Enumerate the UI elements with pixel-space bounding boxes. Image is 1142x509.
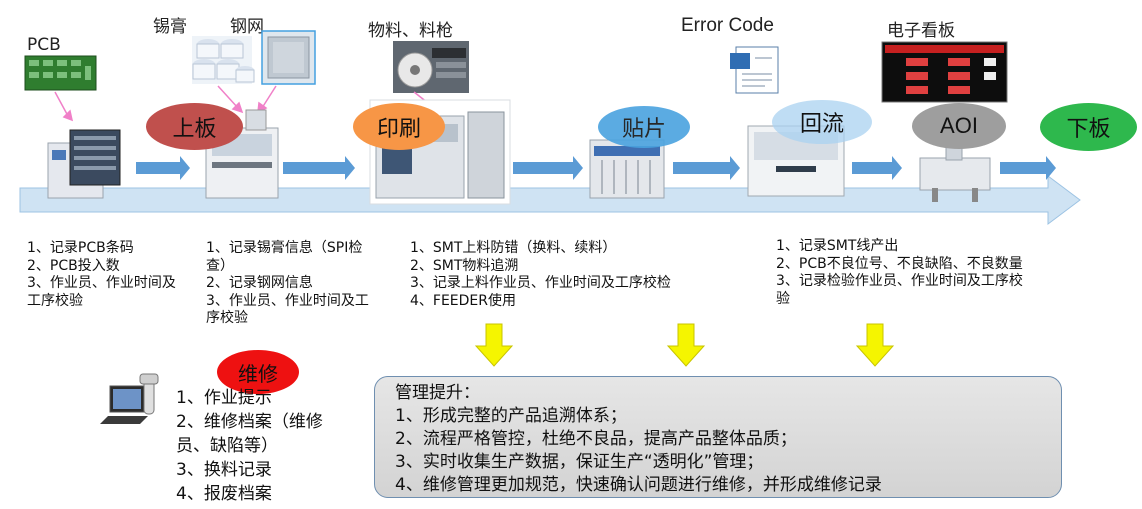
note-line: 4、FEEDER使用 xyxy=(410,292,517,309)
step-placement: 贴片 xyxy=(598,106,690,148)
feeder-reel-icon xyxy=(393,41,469,93)
solder-paste-label: 锡膏 xyxy=(153,17,187,37)
notes-placement: 1、SMT上料防错（换料、续料） 2、SMT物料追溯 3、记录上料作业员、作业时… xyxy=(410,240,671,310)
management-item: 3、实时收集生产数据，保证生产“透明化”管理； xyxy=(395,452,764,472)
pcb-board-icon xyxy=(24,55,97,91)
note-line: 1、SMT上料防错（换料、续料） xyxy=(410,240,617,256)
note-line: 查） xyxy=(206,257,234,274)
management-item: 1、形成完整的产品追溯体系； xyxy=(395,406,627,426)
repair-item: 4、报废档案 xyxy=(176,484,272,504)
repair-badge: 维修 xyxy=(217,350,299,394)
unloader-machine xyxy=(919,133,991,202)
note-line: 3、作业员、作业时间及工 xyxy=(206,292,369,309)
note-line: 1、记录锡膏信息（SPI检 xyxy=(206,240,363,256)
note-line: 验 xyxy=(776,290,790,307)
note-line: 序校验 xyxy=(206,310,248,326)
repair-item: 员、缺陷等） xyxy=(176,436,278,456)
solder-paste-jars-icon xyxy=(192,36,255,84)
note-line: 2、PCB不良位号、不良缺陷、不良数量 xyxy=(776,255,1023,272)
down-arrow-icon xyxy=(474,323,895,367)
reflow-oven-machine xyxy=(589,139,665,199)
step-reflow: 回流 xyxy=(772,100,872,144)
step-loading: 上板 xyxy=(146,103,243,150)
note-line: 3、作业员、作业时间及 xyxy=(27,275,176,291)
note-line: 3、记录上料作业员、作业时间及工序校检 xyxy=(410,275,671,291)
repair-list: 1、作业提示 2、维修档案（维修 员、缺陷等） 3、换料记录 4、报废档案 xyxy=(176,386,323,506)
management-improvement-box: 管理提升： 1、形成完整的产品追溯体系； 2、流程严格管控，杜绝不良品，提高产品… xyxy=(374,376,1062,498)
error-code-document-icon xyxy=(730,46,779,94)
management-title: 管理提升： xyxy=(395,383,480,403)
note-line: 工序校验 xyxy=(27,292,83,309)
stencil-frame-icon xyxy=(261,30,316,85)
notes-inspection: 1、记录SMT线产出 2、PCB不良位号、不良缺陷、不良数量 3、记录检验作业员… xyxy=(776,238,1023,308)
management-item: 2、流程严格管控，杜绝不良品，提高产品整体品质； xyxy=(395,429,797,449)
step-aoi: AOI xyxy=(912,103,1006,149)
step-unloading: 下板 xyxy=(1040,103,1137,151)
note-line: 1、记录SMT线产出 xyxy=(776,238,899,254)
repair-item: 2、维修档案（维修 xyxy=(176,412,323,432)
pictures-layer xyxy=(19,30,1081,225)
pcb-label: PCB xyxy=(27,35,61,55)
electronic-kanban-board xyxy=(881,41,1008,103)
e-board-label: 电子看板 xyxy=(887,21,955,41)
repair-item: 3、换料记录 xyxy=(176,460,272,480)
error-code-label: Error Code xyxy=(681,15,774,36)
scanner-computer-icon xyxy=(100,373,159,424)
notes-printing: 1、记录锡膏信息（SPI检 查） 2、记录钢网信息 3、作业员、作业时间及工 序… xyxy=(206,240,369,328)
repair-item: 1、作业提示 xyxy=(176,388,272,408)
stencil-label: 钢网 xyxy=(230,17,264,37)
note-line: 2、记录钢网信息 xyxy=(206,275,313,291)
pcb-loader-machine xyxy=(47,129,121,199)
notes-loading: 1、记录PCB条码 2、PCB投入数 3、作业员、作业时间及 工序校验 xyxy=(27,240,176,310)
note-line: 3、记录检验作业员、作业时间及工序校 xyxy=(776,273,1023,289)
yellow-down-arrows xyxy=(474,323,895,367)
step-printing: 印刷 xyxy=(353,103,445,150)
note-line: 1、记录PCB条码 xyxy=(27,240,134,256)
process-arrows xyxy=(136,156,1056,180)
note-line: 2、PCB投入数 xyxy=(27,257,120,274)
note-line: 2、SMT物料追溯 xyxy=(410,257,519,274)
management-item: 4、维修管理更加规范，快速确认问题进行维修，并形成维修记录 xyxy=(395,475,882,495)
material-label: 物料、料枪 xyxy=(368,21,453,41)
